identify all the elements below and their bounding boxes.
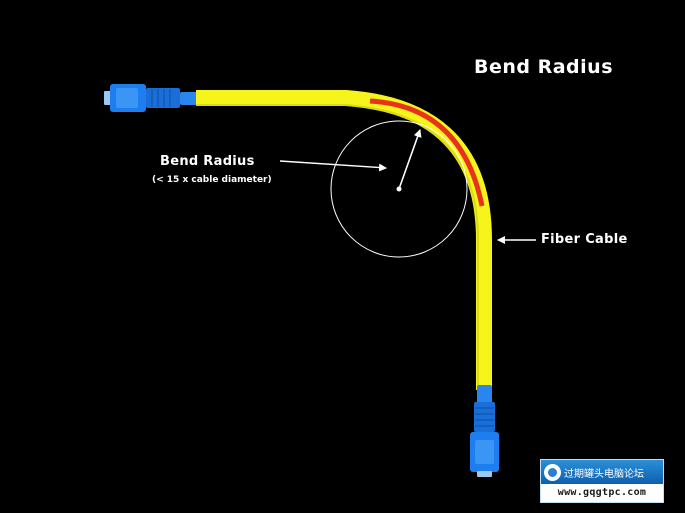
diagram-title: Bend Radius	[474, 56, 614, 78]
bend-label-arrow	[279, 160, 387, 172]
watermark-name: 过期罐头电脑论坛	[564, 468, 644, 480]
bend-stress-highlight	[369, 98, 485, 207]
fiber-cable	[196, 90, 492, 390]
left-connector	[104, 84, 200, 112]
bend-radius-note: (< 15 x cable diameter)	[152, 175, 272, 185]
bend-radius-label: Bend Radius	[160, 154, 255, 169]
radius-arrow	[398, 129, 422, 190]
forum-logo-icon	[544, 463, 561, 481]
bottom-connector	[470, 385, 499, 477]
cable-edge-shadow	[196, 104, 479, 390]
forum-watermark: 过期罐头电脑论坛 www.gqgtpc.com	[540, 459, 664, 503]
watermark-url: www.gqgtpc.com	[557, 487, 647, 498]
fiber-cable-label: Fiber Cable	[541, 232, 628, 247]
bend-radius-circle	[330, 120, 468, 258]
watermark-banner: 过期罐头电脑论坛	[541, 460, 663, 484]
